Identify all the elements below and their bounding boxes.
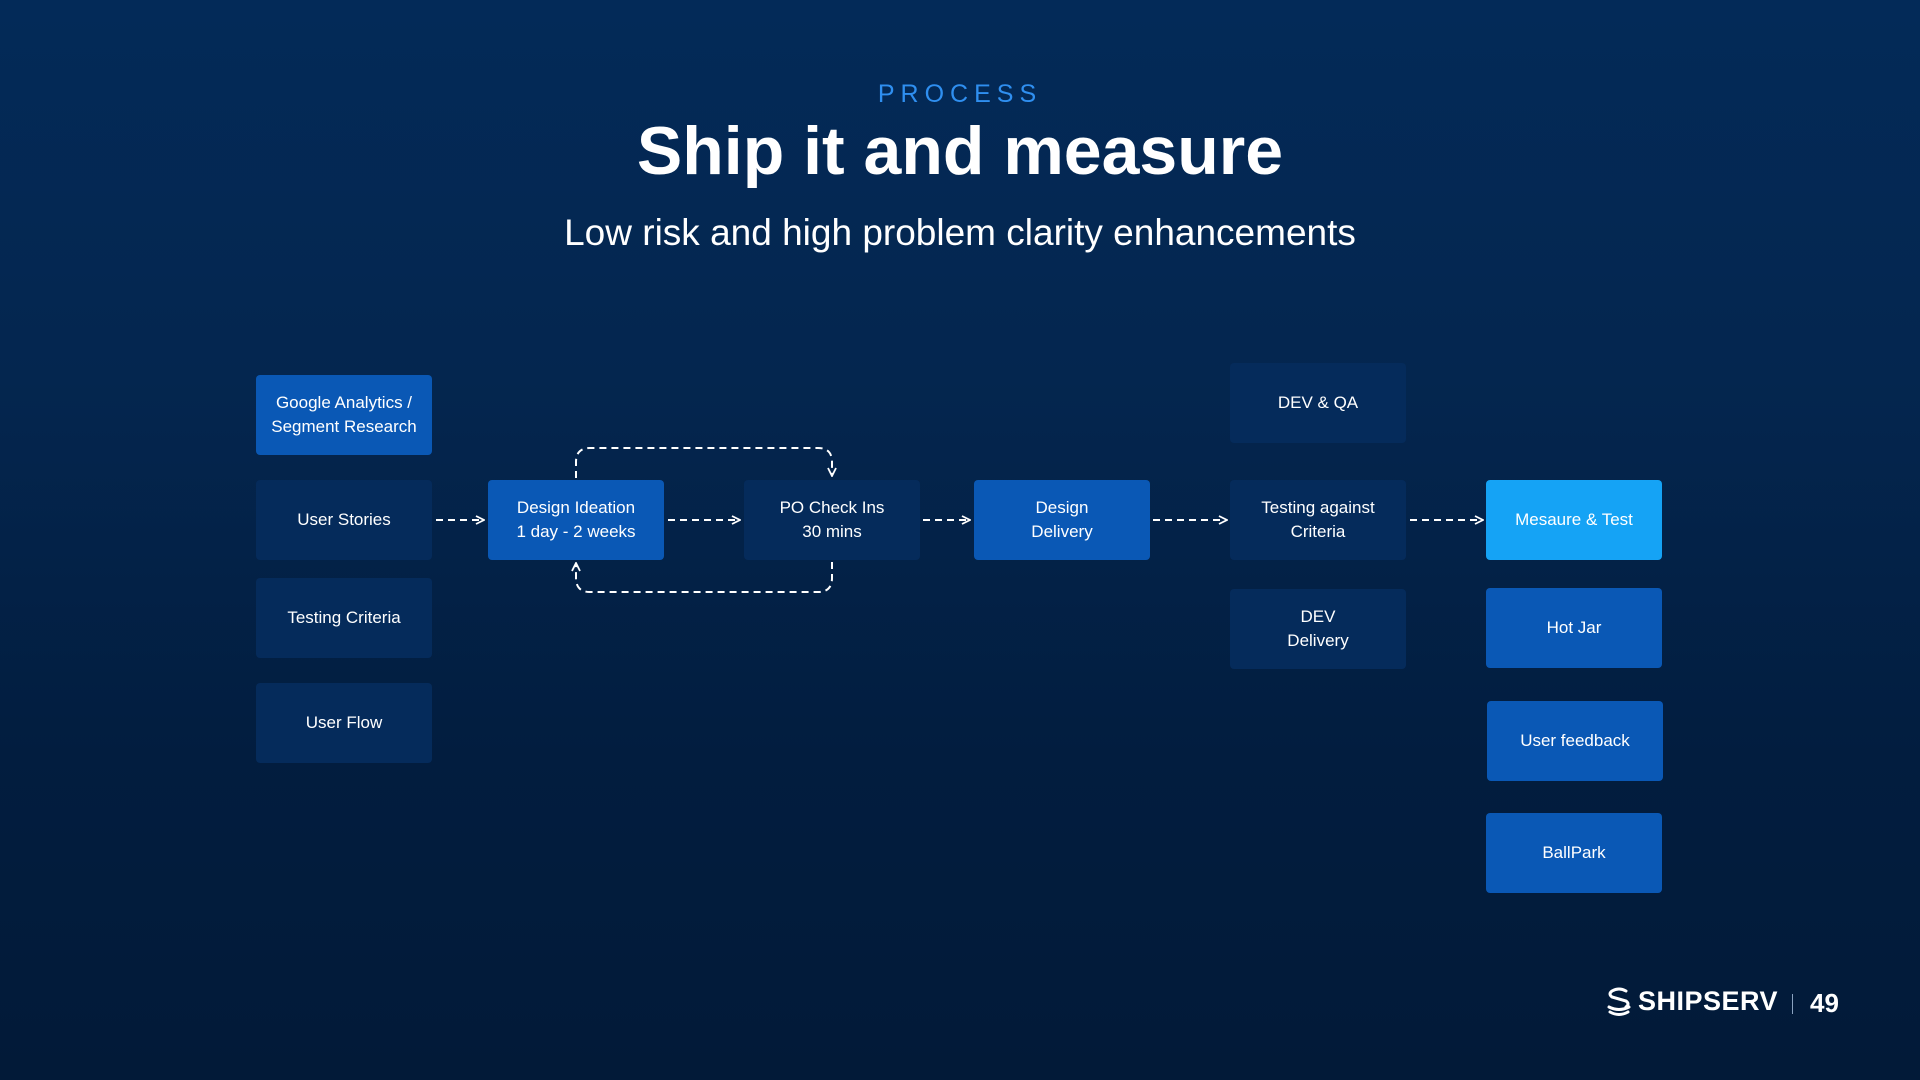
- node-google-analytics: Google Analytics / Segment Research: [256, 375, 432, 455]
- node-design-delivery: Design Delivery: [974, 480, 1150, 560]
- node-testing-against-criteria: Testing against Criteria: [1230, 480, 1406, 560]
- node-po-check-ins: PO Check Ins 30 mins: [744, 480, 920, 560]
- loop-arrow-top: [575, 447, 832, 478]
- node-measure-test: Mesaure & Test: [1486, 480, 1662, 560]
- node-user-stories: User Stories: [256, 480, 432, 560]
- page-subtitle: Low risk and high problem clarity enhanc…: [564, 212, 1356, 253]
- node-hot-jar: Hot Jar: [1486, 588, 1662, 668]
- node-ballpark: BallPark: [1486, 813, 1662, 893]
- node-testing-criteria: Testing Criteria: [256, 578, 432, 658]
- loop-arrow-bottom: [576, 562, 833, 593]
- node-dev-qa: DEV & QA: [1230, 363, 1406, 443]
- eyebrow-label: PROCESS: [877, 80, 1043, 108]
- node-user-feedback: User feedback: [1487, 701, 1663, 781]
- node-dev-delivery: DEV Delivery: [1230, 589, 1406, 669]
- node-design-ideation: Design Ideation 1 day - 2 weeks: [488, 480, 664, 560]
- shipserv-logo: SHIPSERV: [1606, 986, 1778, 1017]
- shipserv-logo-icon: [1607, 987, 1631, 1016]
- brand-name: SHIPSERV: [1638, 986, 1779, 1016]
- page-title: Ship it and measure: [636, 113, 1284, 189]
- footer-divider: [1792, 994, 1793, 1014]
- page-number: 49: [1810, 988, 1839, 1018]
- node-user-flow: User Flow: [256, 683, 432, 763]
